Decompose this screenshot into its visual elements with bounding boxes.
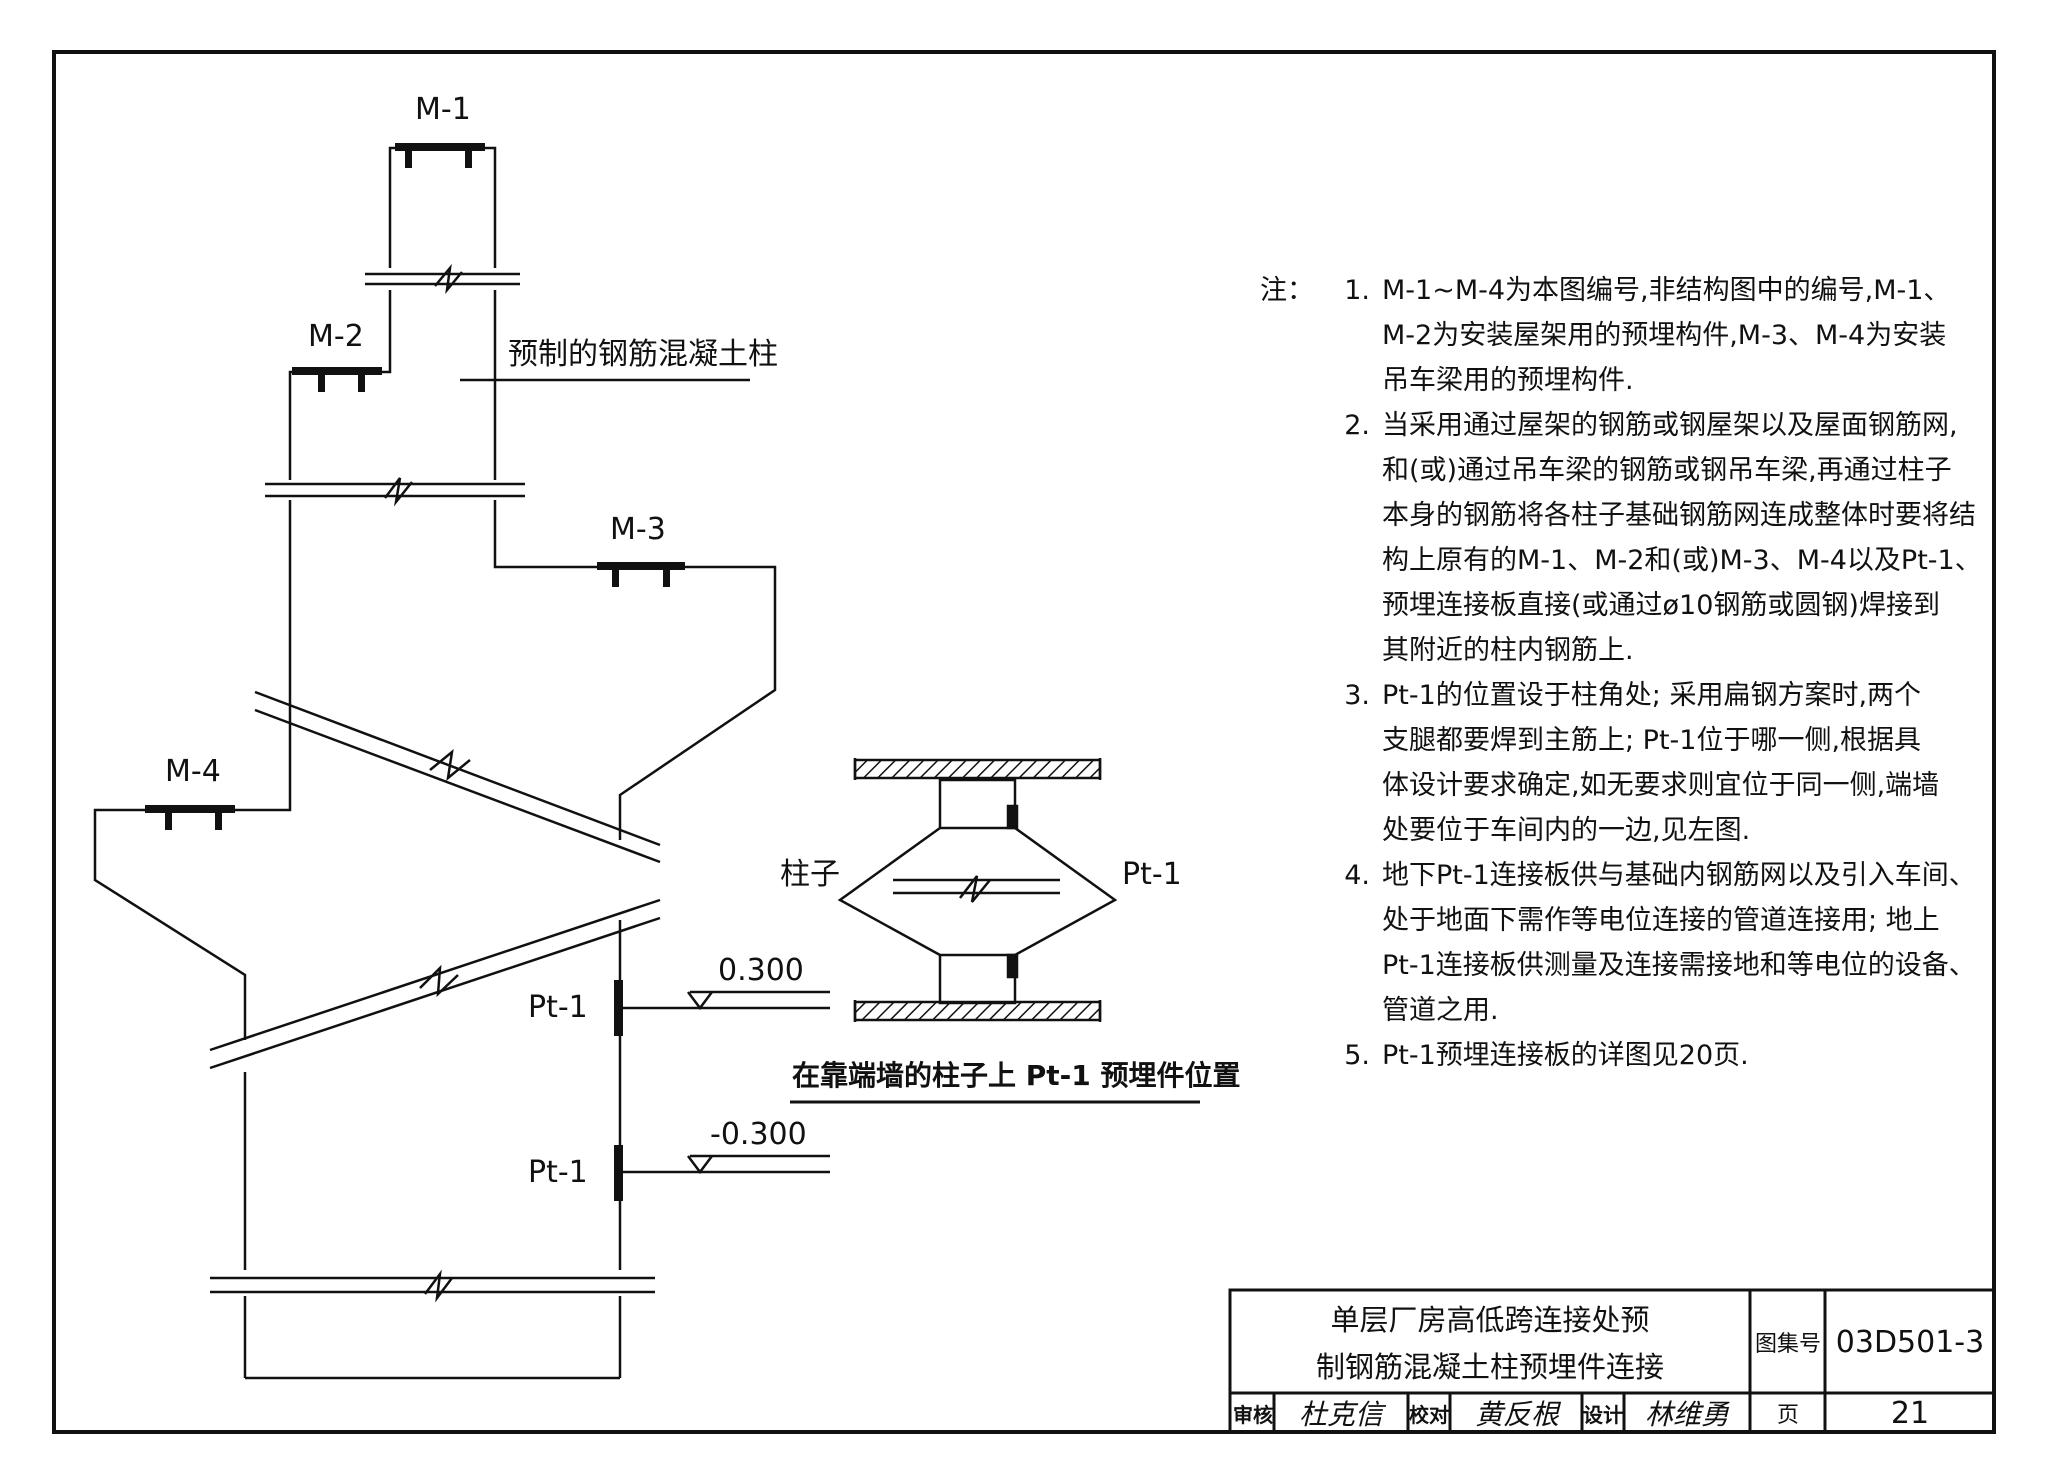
plate-m1 <box>395 143 485 168</box>
page-label: 页 <box>1776 1403 1799 1428</box>
column-diamond <box>1014 826 1118 957</box>
note-line: 处要位于车间内的一边,见左图. <box>1382 815 1751 846</box>
note-line: M-2为安装屋架用的预埋构件,M-3、M-4为安装 <box>1382 320 1947 351</box>
note-line: 体设计要求确定,如无要求则宜位于同一侧,端墙 <box>1382 770 1940 801</box>
note-line: Pt-1连接板供测量及连接需接地和等电位的设备、 <box>1382 950 1976 981</box>
pt1-plate-upper <box>614 980 623 1036</box>
note-line: 吊车梁用的预埋构件. <box>1382 365 1634 396</box>
label-m3: M-3 <box>610 512 666 547</box>
pt1-detail-plate-bottom <box>1006 953 1019 979</box>
check-label: 校对 <box>1409 1402 1449 1427</box>
column-right-lower <box>493 500 777 840</box>
note-item: 2. 当采用通过屋架的钢筋或钢屋架以及屋面钢筋网, 和(或)通过吊车梁的钢筋或钢吊车… <box>1320 403 2010 673</box>
detail-plan <box>790 758 1200 1104</box>
pt1-plate-lower <box>614 1145 623 1201</box>
note-line: Pt-1预埋连接板的详图见20页. <box>1382 1040 1749 1071</box>
break-line <box>209 916 661 1070</box>
note-number: 4. <box>1344 860 1370 891</box>
note-number: 2. <box>1344 410 1370 441</box>
elevation-value-upper: 0.300 <box>718 953 804 988</box>
note-text: M-1~M-4为本图编号,非结构图中的编号,M-1、 M-2为安装屋架用的预埋构件… <box>1382 268 2010 403</box>
pilaster-top <box>938 778 1017 830</box>
break-line <box>254 690 661 847</box>
design-signature: 林维勇 <box>1644 1398 1729 1431</box>
break-zigzag <box>384 477 413 507</box>
plate-m2 <box>292 367 382 392</box>
note-line: 构上原有的M-1、M-2和(或)M-3、M-4以及Pt-1、 <box>1382 545 1982 576</box>
plate-m4 <box>145 805 235 830</box>
detail-plate-label: Pt-1 <box>1122 857 1182 892</box>
note-number: 3. <box>1344 680 1370 711</box>
drawing-title-line1: 单层厂房高低跨连接处预 <box>1330 1303 1650 1337</box>
drawing-title-line2: 制钢筋混凝土柱预埋件连接 <box>1315 1350 1664 1384</box>
note-item: 3. Pt-1的位置设于柱角处; 采用扁钢方案时,两个支腿都要焊到主筋上; Pt-… <box>1320 673 2010 853</box>
label-m1: M-1 <box>415 92 471 127</box>
note-text: 当采用通过屋架的钢筋或钢屋架以及屋面钢筋网, 和(或)通过吊车梁的钢筋或钢吊车梁,… <box>1382 403 2010 673</box>
check-signature: 黄反根 <box>1474 1398 1559 1431</box>
note-number: 1. <box>1344 275 1370 306</box>
note-line: 地下Pt-1连接板供与基础内钢筋网以及引入车间、 <box>1382 860 1976 891</box>
note-line: 本身的钢筋将各柱子基础钢筋网连成整体时要将结 <box>1382 500 1976 531</box>
notes-prefix: 注： <box>1260 275 1314 306</box>
note-line: 和(或)通过吊车梁的钢筋或钢吊车梁,再通过柱子 <box>1382 455 1952 486</box>
break-line <box>209 898 661 1052</box>
notes: 注： 1. M-1~M-4为本图编号,非结构图中的编号,M-1、 M-2为安装屋架用… <box>1260 268 2010 1078</box>
column-left-lower <box>93 500 292 1040</box>
note-line: 处于地面下需作等电位连接的管道连接用; 地上 <box>1382 905 1940 936</box>
note-line: 预埋连接板直接(或通过ø10钢筋或圆钢)焊接到 <box>1382 590 1940 621</box>
note-item: 5. Pt-1预埋连接板的详图见20页. <box>1320 1033 2010 1078</box>
detail-caption: 在靠端墙的柱子上 Pt-1 预埋件位置 <box>792 1059 1241 1092</box>
review-signature: 杜克信 <box>1298 1398 1383 1431</box>
elevation-marker-upper <box>620 990 830 1011</box>
pilaster-bottom <box>938 953 1017 1005</box>
label-m4: M-4 <box>165 754 221 789</box>
note-line: M-1~M-4为本图编号,非结构图中的编号,M-1、 <box>1382 275 1951 306</box>
label-pt1-upper: Pt-1 <box>528 990 588 1025</box>
note-item: 4. 地下Pt-1连接板供与基础内钢筋网以及引入车间、处于地面下需作等电位连接的管… <box>1320 853 2010 1033</box>
detail-column-label: 柱子 <box>780 857 840 892</box>
label-m2: M-2 <box>308 319 364 354</box>
note-line: 管道之用. <box>1382 995 1499 1026</box>
pt1-detail-plate-top <box>1006 804 1019 830</box>
wall-hatch-bottom <box>853 1000 1102 1022</box>
title-block-frame <box>1228 1288 1996 1434</box>
column-callout: 预制的钢筋混凝土柱 <box>508 337 778 372</box>
note-line: 其附近的柱内钢筋上. <box>1382 635 1634 666</box>
note-number: 5. <box>1344 1040 1370 1071</box>
break-zigzag <box>419 964 459 998</box>
column-diamond <box>837 826 941 957</box>
elevation-value-lower: -0.300 <box>710 1117 807 1152</box>
note-text: Pt-1的位置设于柱角处; 采用扁钢方案时,两个支腿都要焊到主筋上; Pt-1位… <box>1382 673 2010 853</box>
note-text: 地下Pt-1连接板供与基础内钢筋网以及引入车间、处于地面下需作等电位连接的管道连… <box>1382 853 2010 1033</box>
atlas-number-value: 03D501-3 <box>1835 1324 1985 1360</box>
note-item: 1. M-1~M-4为本图编号,非结构图中的编号,M-1、 M-2为安装屋架用的预埋… <box>1320 268 2010 403</box>
note-line: 支腿都要焊到主筋上; Pt-1位于哪一侧,根据具 <box>1382 725 1922 756</box>
note-line: Pt-1的位置设于柱角处; 采用扁钢方案时,两个 <box>1382 680 1922 711</box>
review-label: 审核 <box>1233 1402 1273 1427</box>
elevation-marker-lower <box>620 1154 830 1175</box>
label-pt1-lower: Pt-1 <box>528 1155 588 1190</box>
break-line <box>254 708 661 864</box>
design-label: 设计 <box>1583 1402 1623 1427</box>
break-zigzag <box>429 748 471 782</box>
atlas-number-label: 图集号 <box>1754 1332 1821 1357</box>
wall-hatch-top <box>853 758 1102 780</box>
note-text: Pt-1预埋连接板的详图见20页. <box>1382 1033 2010 1078</box>
page-number: 21 <box>1890 1395 1930 1431</box>
sheet-border <box>52 50 1996 1434</box>
note-line: 当采用通过屋架的钢筋或钢屋架以及屋面钢筋网, <box>1382 410 1958 441</box>
notes-list: 1. M-1~M-4为本图编号,非结构图中的编号,M-1、 M-2为安装屋架用的预埋… <box>1320 268 2010 1078</box>
column-elevation <box>93 146 777 1380</box>
plate-m3 <box>597 562 685 587</box>
break-zigzag <box>434 263 463 295</box>
break-zigzag <box>424 1269 453 1303</box>
